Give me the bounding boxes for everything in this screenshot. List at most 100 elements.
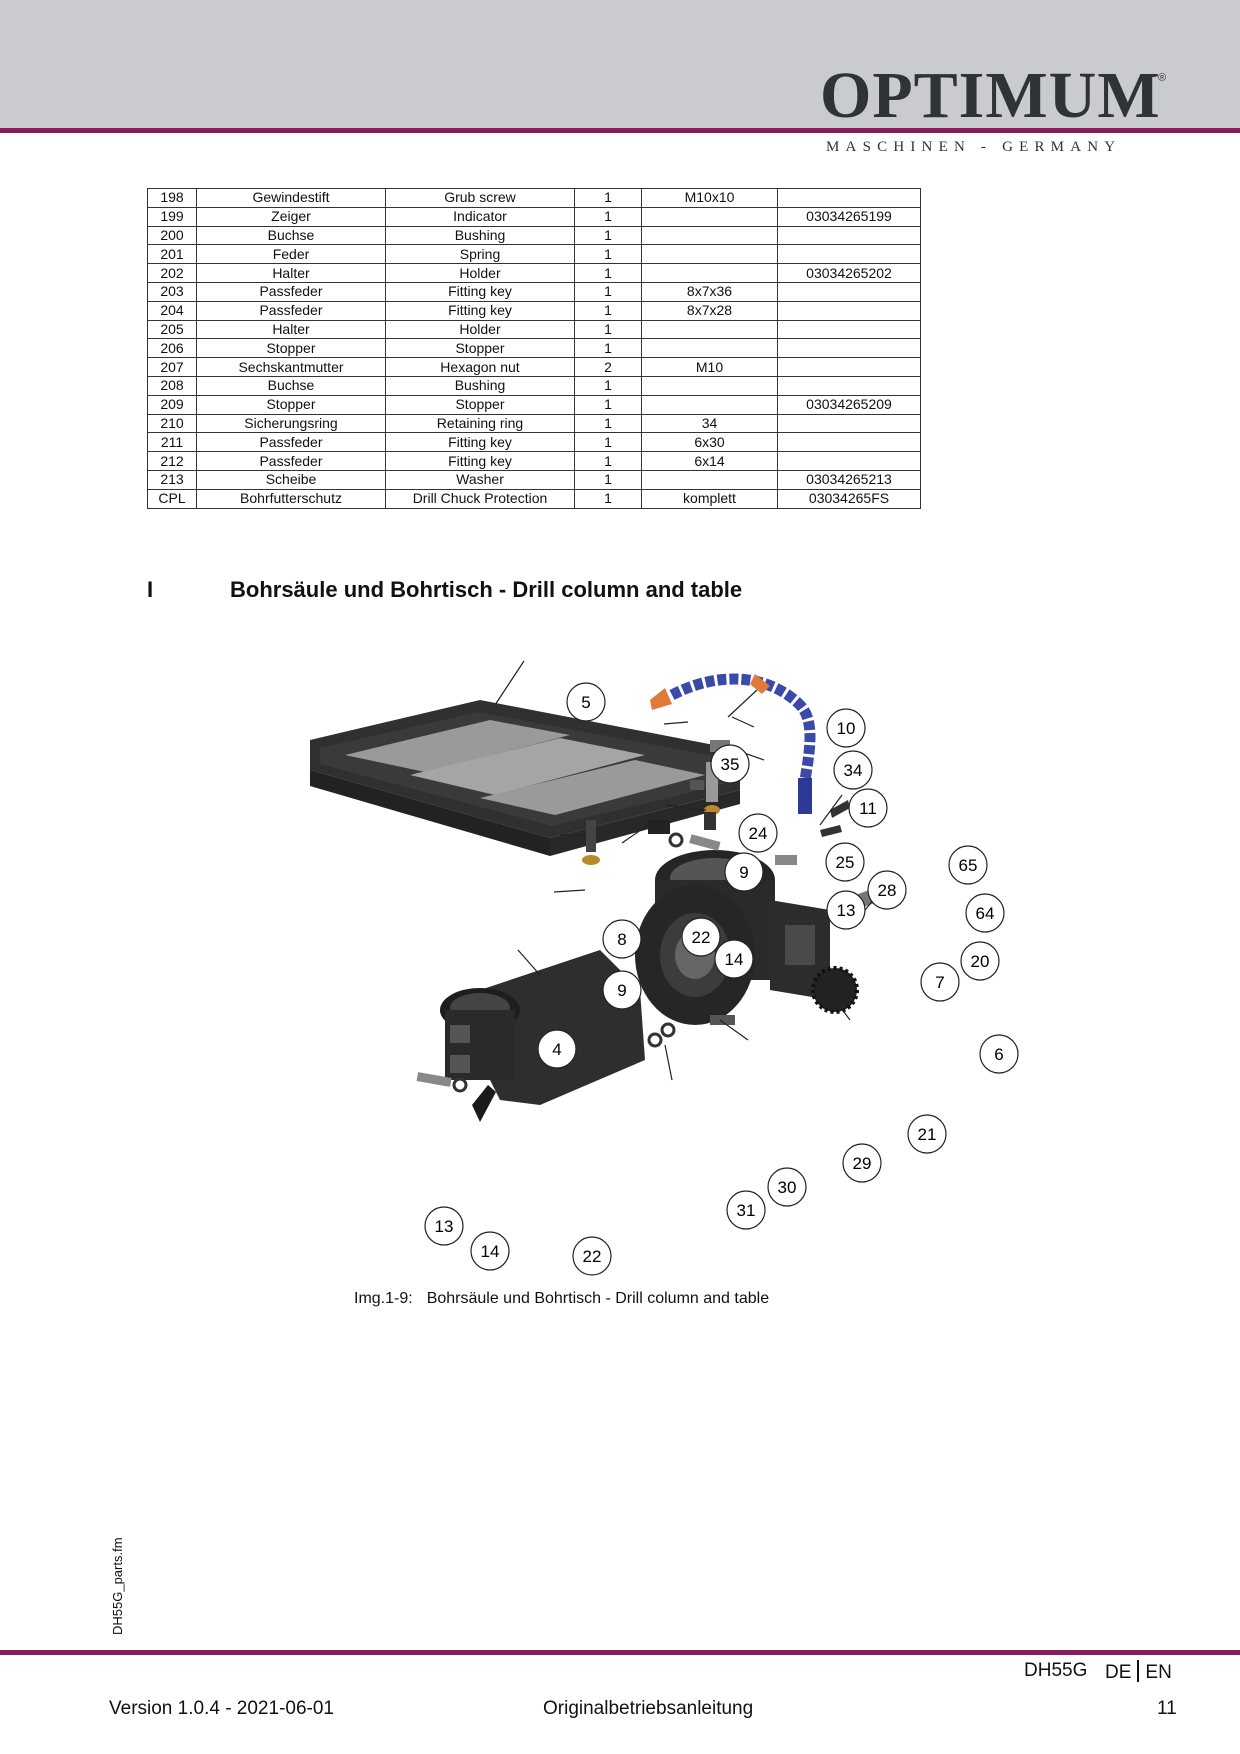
table-cell: Retaining ring (385, 413, 575, 434)
table-cell: 1 (574, 451, 642, 471)
table-cell: 203 (147, 281, 197, 302)
lang-separator (1137, 1660, 1140, 1682)
table-cell (641, 263, 778, 283)
table-cell: 03034265199 (777, 206, 921, 227)
callout-label: 20 (971, 952, 990, 971)
table-cell: Grub screw (385, 188, 575, 208)
footer-version: Version 1.0.4 - 2021-06-01 (109, 1698, 334, 1719)
table-cell: Bohrfutterschutz (196, 488, 386, 509)
table-cell: Holder (385, 263, 575, 283)
table-cell: Hexagon nut (385, 357, 575, 377)
figure-caption: Img.1-9:Bohrsäule und Bohrtisch - Drill … (354, 1290, 769, 1308)
callout-24: 24 (738, 813, 778, 853)
brand-logo: OPTIMUM (820, 59, 1161, 132)
table-cell: Zeiger (196, 206, 386, 227)
callout-22b: 22 (572, 1236, 612, 1276)
callout-label: 11 (859, 799, 877, 818)
section-title: Bohrsäule und Bohrtisch - Drill column a… (230, 577, 743, 602)
table-cell: 1 (574, 300, 642, 321)
callout-label: 9 (739, 863, 748, 882)
callout-34: 34 (833, 750, 873, 790)
table-cell: 1 (574, 206, 642, 227)
table-cell: 208 (147, 375, 197, 396)
table-cell: Bushing (385, 225, 575, 246)
coolant-hose-drawing (650, 673, 816, 814)
table-cell (641, 375, 778, 396)
table-cell: 200 (147, 225, 197, 246)
table-cell: 1 (574, 244, 642, 265)
table-cell (777, 281, 921, 302)
table-cell (777, 413, 921, 434)
callout-label: 13 (837, 901, 856, 920)
table-cell: 1 (574, 432, 642, 453)
table-cell (777, 225, 921, 246)
callout-22a: 22 (681, 917, 721, 957)
table-cell: 34 (641, 413, 778, 434)
callout-label: 35 (721, 755, 740, 774)
table-cell (777, 319, 921, 340)
callout-29: 29 (842, 1143, 882, 1183)
table-cell: 205 (147, 319, 197, 340)
table-cell: 1 (574, 413, 642, 434)
callout-5: 5 (566, 682, 606, 722)
header-divider (0, 128, 1240, 133)
table-cell: Stopper (196, 338, 386, 359)
callout-65: 65 (948, 845, 988, 885)
table-cell: Halter (196, 319, 386, 340)
callout-11: 11 (848, 788, 888, 828)
callout-label: 28 (878, 881, 897, 900)
table-cell: Passfeder (196, 451, 386, 471)
callout-label: 64 (976, 904, 995, 923)
table-cell: M10 (641, 357, 778, 377)
callout-10: 10 (826, 708, 866, 748)
table-cell (641, 244, 778, 265)
table-cell: 210 (147, 413, 197, 434)
table-cell (777, 357, 921, 377)
table-cell: Stopper (385, 394, 575, 415)
table-cell: 202 (147, 263, 197, 283)
callout-30: 30 (767, 1167, 807, 1207)
table-cell: Passfeder (196, 432, 386, 453)
callout-label: 65 (959, 856, 978, 875)
callout-8: 8 (602, 919, 642, 959)
callout-35: 35 (710, 744, 750, 784)
callout-14b: 14 (470, 1231, 510, 1271)
table-cell: Fitting key (385, 281, 575, 302)
registered-mark: ® (1158, 72, 1167, 84)
table-cell: 1 (574, 469, 642, 490)
table-cell: CPL (147, 488, 197, 509)
callout-label: 13 (435, 1217, 454, 1236)
table-cell: 1 (574, 188, 642, 208)
table-cell: Stopper (196, 394, 386, 415)
callout-label: 22 (692, 928, 711, 947)
header-band (0, 0, 1240, 128)
table-cell: Fitting key (385, 300, 575, 321)
table-cell: Indicator (385, 206, 575, 227)
table-cell (641, 469, 778, 490)
table-cell: Gewindestift (196, 188, 386, 208)
callout-label: 5 (581, 693, 590, 712)
footer-doc-type: Originalbetriebsanleitung (543, 1698, 754, 1719)
table-cell: komplett (641, 488, 778, 509)
column-arm-drawing (440, 950, 645, 1122)
callout-markers: 5 10 35 34 11 24 9 25 65 28 13 64 8 22 1… (424, 682, 1019, 1276)
callout-label: 8 (617, 930, 626, 949)
table-cell (777, 451, 921, 471)
table-cell: 8x7x28 (641, 300, 778, 321)
callout-28: 28 (867, 870, 907, 910)
table-cell: 199 (147, 206, 197, 227)
callout-14a: 14 (714, 939, 754, 979)
section-letter: I (147, 577, 154, 602)
table-cell: Drill Chuck Protection (385, 488, 575, 509)
table-cell (777, 188, 921, 208)
